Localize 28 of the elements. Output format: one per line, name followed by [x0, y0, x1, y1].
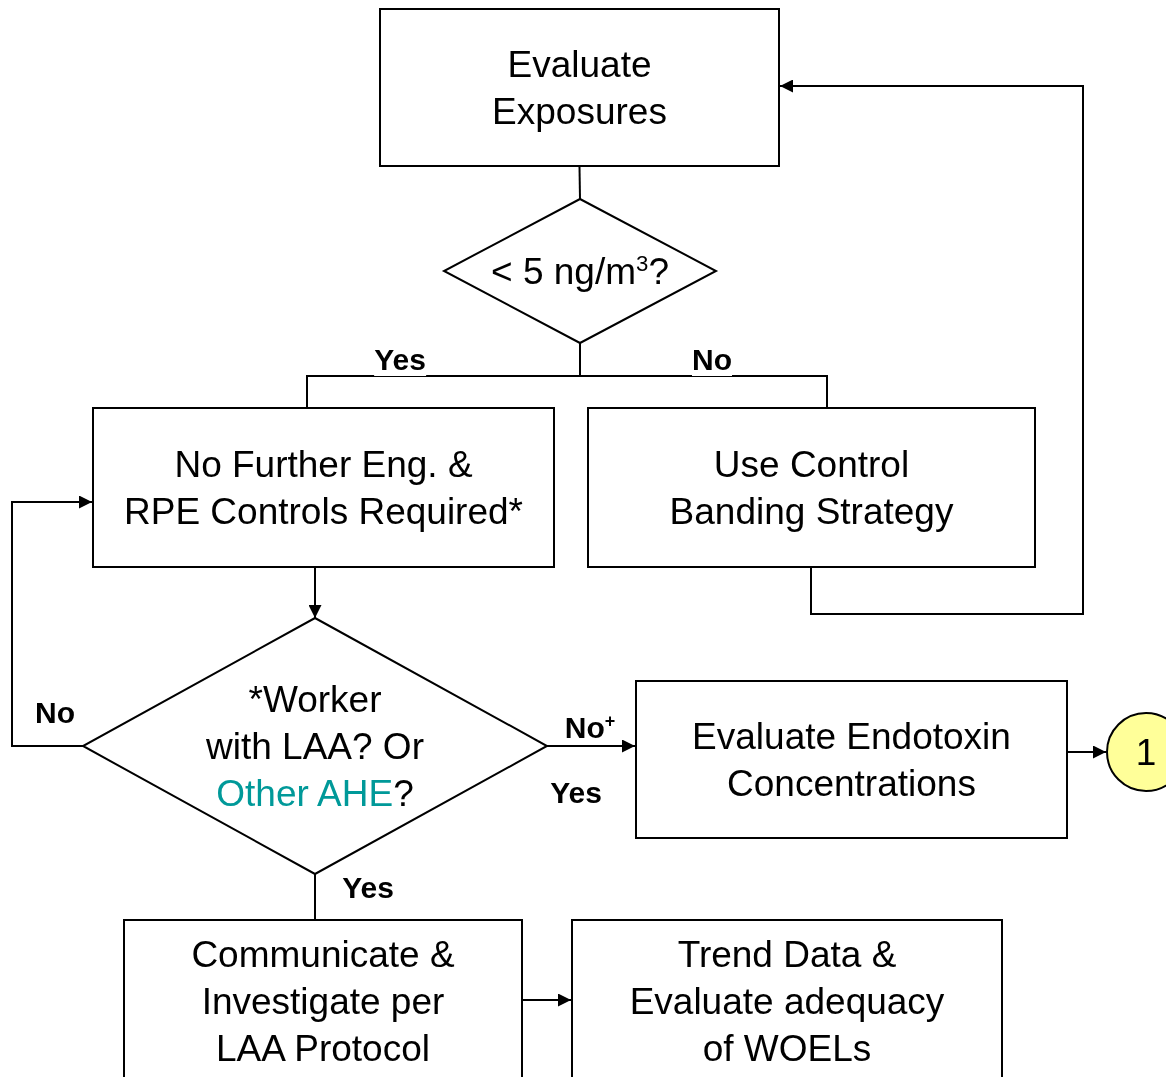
node-text: Trend Data & Evaluate adequacy of WOELs — [628, 933, 946, 1071]
connector-line — [579, 342, 828, 408]
process-box — [635, 680, 1068, 839]
node-text: *Worker with LAA? Or — [206, 677, 424, 769]
arrow — [546, 739, 636, 753]
process-box — [379, 8, 780, 167]
connector-line — [314, 873, 316, 920]
arrow — [308, 567, 322, 619]
decision-diamond — [444, 199, 716, 343]
arrow — [779, 79, 1084, 615]
node-text: Evaluate Endotoxin Concentrations — [691, 714, 1012, 806]
process-box — [123, 919, 523, 1077]
node-text: ? — [393, 772, 414, 814]
node-text: Use Control Banding Strategy — [668, 442, 955, 534]
arrow — [1067, 745, 1107, 759]
node-text: < 5 ng/m$^{3}$? — [491, 249, 669, 294]
arrow — [11, 495, 93, 747]
node-text: Evaluate Exposures — [491, 42, 668, 134]
decision-diamond — [83, 618, 547, 874]
node-text: No Further Eng. & RPE Controls Required* — [124, 442, 523, 534]
connector-line — [578, 166, 581, 200]
node-text: Communicate & Investigate per LAA Protocol — [190, 933, 456, 1071]
process-box — [571, 919, 1003, 1077]
arrow — [522, 993, 572, 1007]
link: Other AHE — [216, 772, 394, 814]
node-text: 1 — [1135, 730, 1157, 775]
process-box — [92, 407, 555, 568]
process-box — [587, 407, 1036, 568]
